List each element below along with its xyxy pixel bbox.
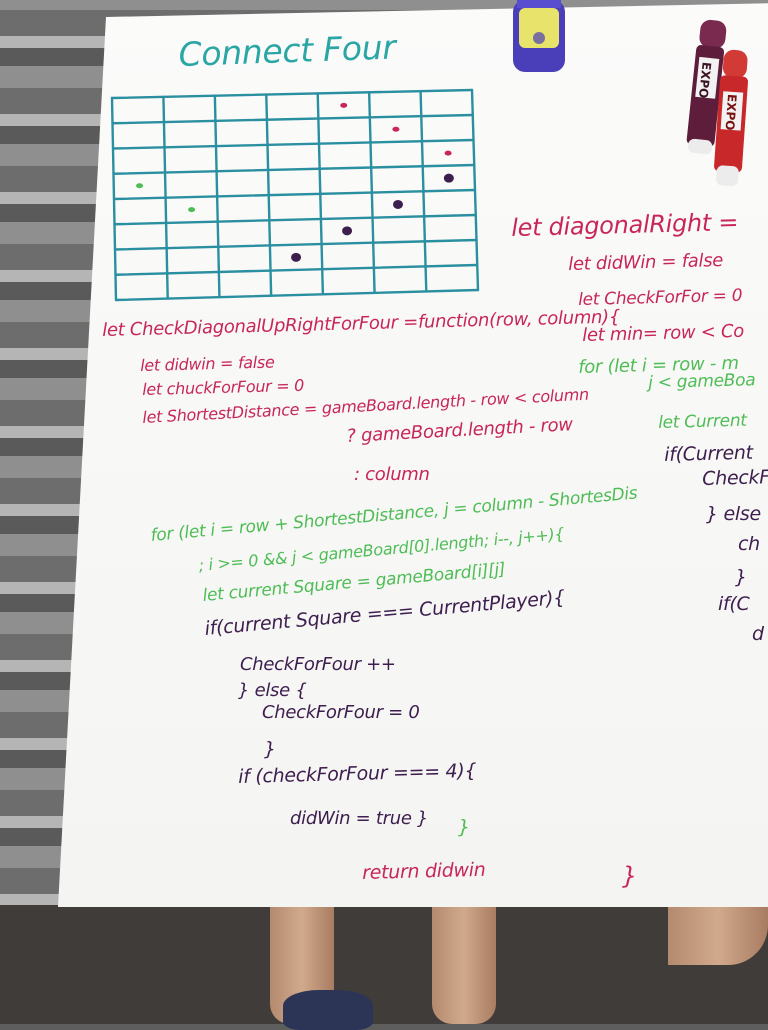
glue-bottle [513,0,565,72]
whiteboard [58,3,768,907]
purple-marker [686,19,727,155]
right-code-line-11: ch [738,533,760,555]
game-piece [188,207,196,213]
right-code-line-8: if(Current [663,441,753,466]
floor [0,905,768,1024]
grid-horizontal-line [110,88,474,100]
else-branch: } else { [238,680,307,701]
game-piece [136,183,144,189]
increment-check: CheckForFour ++ [240,654,396,675]
didwin-true: didWin = true } [290,808,429,829]
game-piece [444,150,452,156]
grid-horizontal-line [113,213,477,226]
game-pieces [136,102,454,262]
ternary-false-branch: : column [354,464,430,485]
grid-horizontal-line [114,288,480,302]
reset-check: CheckForFour = 0 [262,702,420,723]
left-shoe [283,990,373,1030]
grid-horizontal-line [114,263,479,276]
game-piece [342,226,353,236]
grid-horizontal-line [112,188,477,201]
page-title: Connect Four [177,27,397,74]
svg-text:EXPO: EXPO [696,61,714,99]
return-statement: return didwin [361,858,486,884]
red-marker [714,49,749,187]
connect-four-grid [110,88,480,302]
game-piece [340,102,348,108]
closing-brace-2: } [458,816,470,838]
right-code-line-7: let Current [657,410,747,433]
game-piece [392,199,403,209]
svg-text:EXPO: EXPO [723,93,740,130]
closing-brace-3: } [622,862,637,890]
right-code-line-3: let CheckForFor = 0 [577,285,743,310]
right-code-line-13: if(C [718,593,750,615]
right-code-line-10: } else [706,503,761,525]
grid-horizontal-line [113,238,478,251]
right-code-line-6: j < gameBoa [647,370,756,393]
game-piece [392,126,400,132]
expo-label-2: EXPO [723,93,740,130]
grid-horizontal-line [111,138,475,150]
game-piece [443,173,454,183]
closing-brace-1: } [264,738,276,760]
grid-horizontal-line [112,163,476,175]
right-code-line-12: } [735,566,747,588]
right-code-line-2: let didWin = false [567,249,724,275]
grid-horizontal-line [111,113,474,125]
right-code-line-14: d [752,623,764,645]
right-foot [668,905,768,965]
checkforfour-declaration: let chuckForFour = 0 [141,375,305,399]
didwin-declaration: let didwin = false [139,352,275,375]
right-leg [432,905,496,1024]
expo-label-1: EXPO [696,61,714,99]
right-code-line-9: CheckF [701,466,768,490]
game-piece [291,252,302,262]
right-code-line-1: let diagonalRight = [510,208,739,242]
